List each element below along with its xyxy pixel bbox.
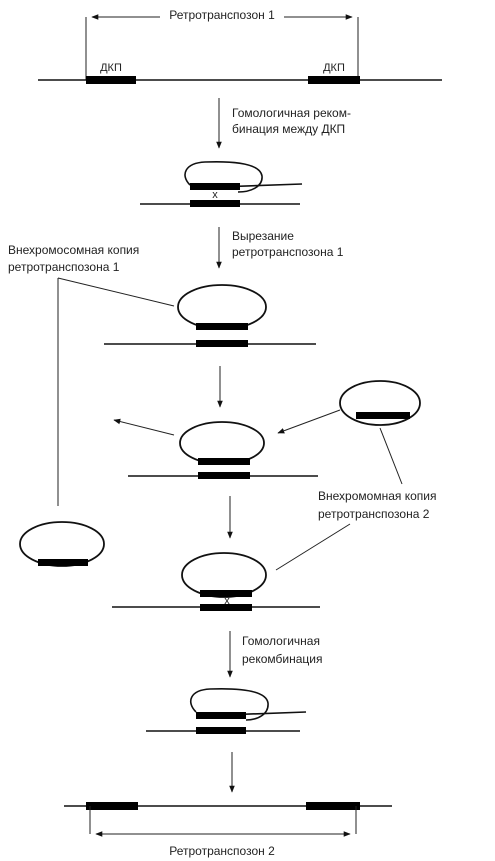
step2-text-line1: Вырезание <box>232 229 294 243</box>
extrachromosomal-copy-1-line1: Внехромосомная копия <box>8 243 139 257</box>
extrachromosomal-copy-2-line1: Внехромомная копия <box>318 489 436 503</box>
ltr-left <box>86 802 138 810</box>
step3-text-line2: рекомбинация <box>242 652 322 666</box>
circle-copy-2-ltr <box>356 412 410 419</box>
step1-text-line2: бинация между ДКП <box>232 122 345 136</box>
circle-ltr <box>196 323 248 330</box>
arrow-out-left <box>113 418 175 436</box>
circle-copy-1-ltr <box>38 559 88 566</box>
ltr-right <box>306 802 360 810</box>
step2-text-line2: ретротранспозона 1 <box>232 245 344 259</box>
step1-text-line1: Гомологичная реком- <box>232 106 351 120</box>
ltr-left-label: ДКП <box>100 62 122 74</box>
ltr-upper <box>190 183 240 190</box>
ltr-right-label: ДКП <box>323 62 345 74</box>
span-label-bg <box>160 6 284 22</box>
circle-ltr <box>200 590 252 597</box>
ltr-right <box>308 76 360 84</box>
retrotransposon-2-label: Ретротранспозон 2 <box>169 844 275 858</box>
extrachromosomal-copy-1-line2: ретротранспозона 1 <box>8 260 120 274</box>
pointer-copy1-to-circle <box>57 277 175 307</box>
chromosome-2 <box>64 802 392 810</box>
ltr-upper <box>196 712 246 719</box>
retrotransposon-2-span: Ретротранспозон 2 <box>89 806 357 858</box>
extrachromosomal-copy-2-line2: ретротранспозона 2 <box>318 507 430 521</box>
loop-arc <box>189 687 269 721</box>
circle-copy-1-detached <box>19 521 105 567</box>
retrotransposon-1-span: Ретротранспозон 1 <box>85 6 359 80</box>
pointer-copy2-to-bottom <box>275 523 351 571</box>
chromosome-1: ДКП ДКП <box>38 62 442 84</box>
stage-recombination-2: x <box>112 552 320 611</box>
step3-text-line1: Гомологичная <box>242 634 320 648</box>
ltr-lower <box>190 200 240 207</box>
circle-ltr <box>198 458 250 465</box>
stage-middle <box>128 421 318 479</box>
chromosome-ltr <box>196 340 248 347</box>
ltr-lower <box>196 727 246 734</box>
recombination-mark-2: x <box>224 595 230 607</box>
circle-copy-2 <box>339 380 421 426</box>
stage-folded-integration <box>146 687 307 734</box>
arrow-in-right <box>277 409 341 434</box>
pointer-copy2-to-circle <box>379 427 403 485</box>
retrotransposon-1-label: Ретротранспозон 1 <box>169 8 275 22</box>
stage-folded-recombination: x <box>140 160 303 207</box>
chromosome-ltr <box>200 604 252 611</box>
stage-excised-circle <box>104 284 316 347</box>
loop-arc <box>184 160 263 193</box>
circle-copy-1 <box>177 284 267 330</box>
ltr-left <box>86 76 136 84</box>
circle-middle <box>179 421 265 465</box>
recombination-mark: x <box>212 189 218 201</box>
chromosome-ltr <box>198 472 250 479</box>
